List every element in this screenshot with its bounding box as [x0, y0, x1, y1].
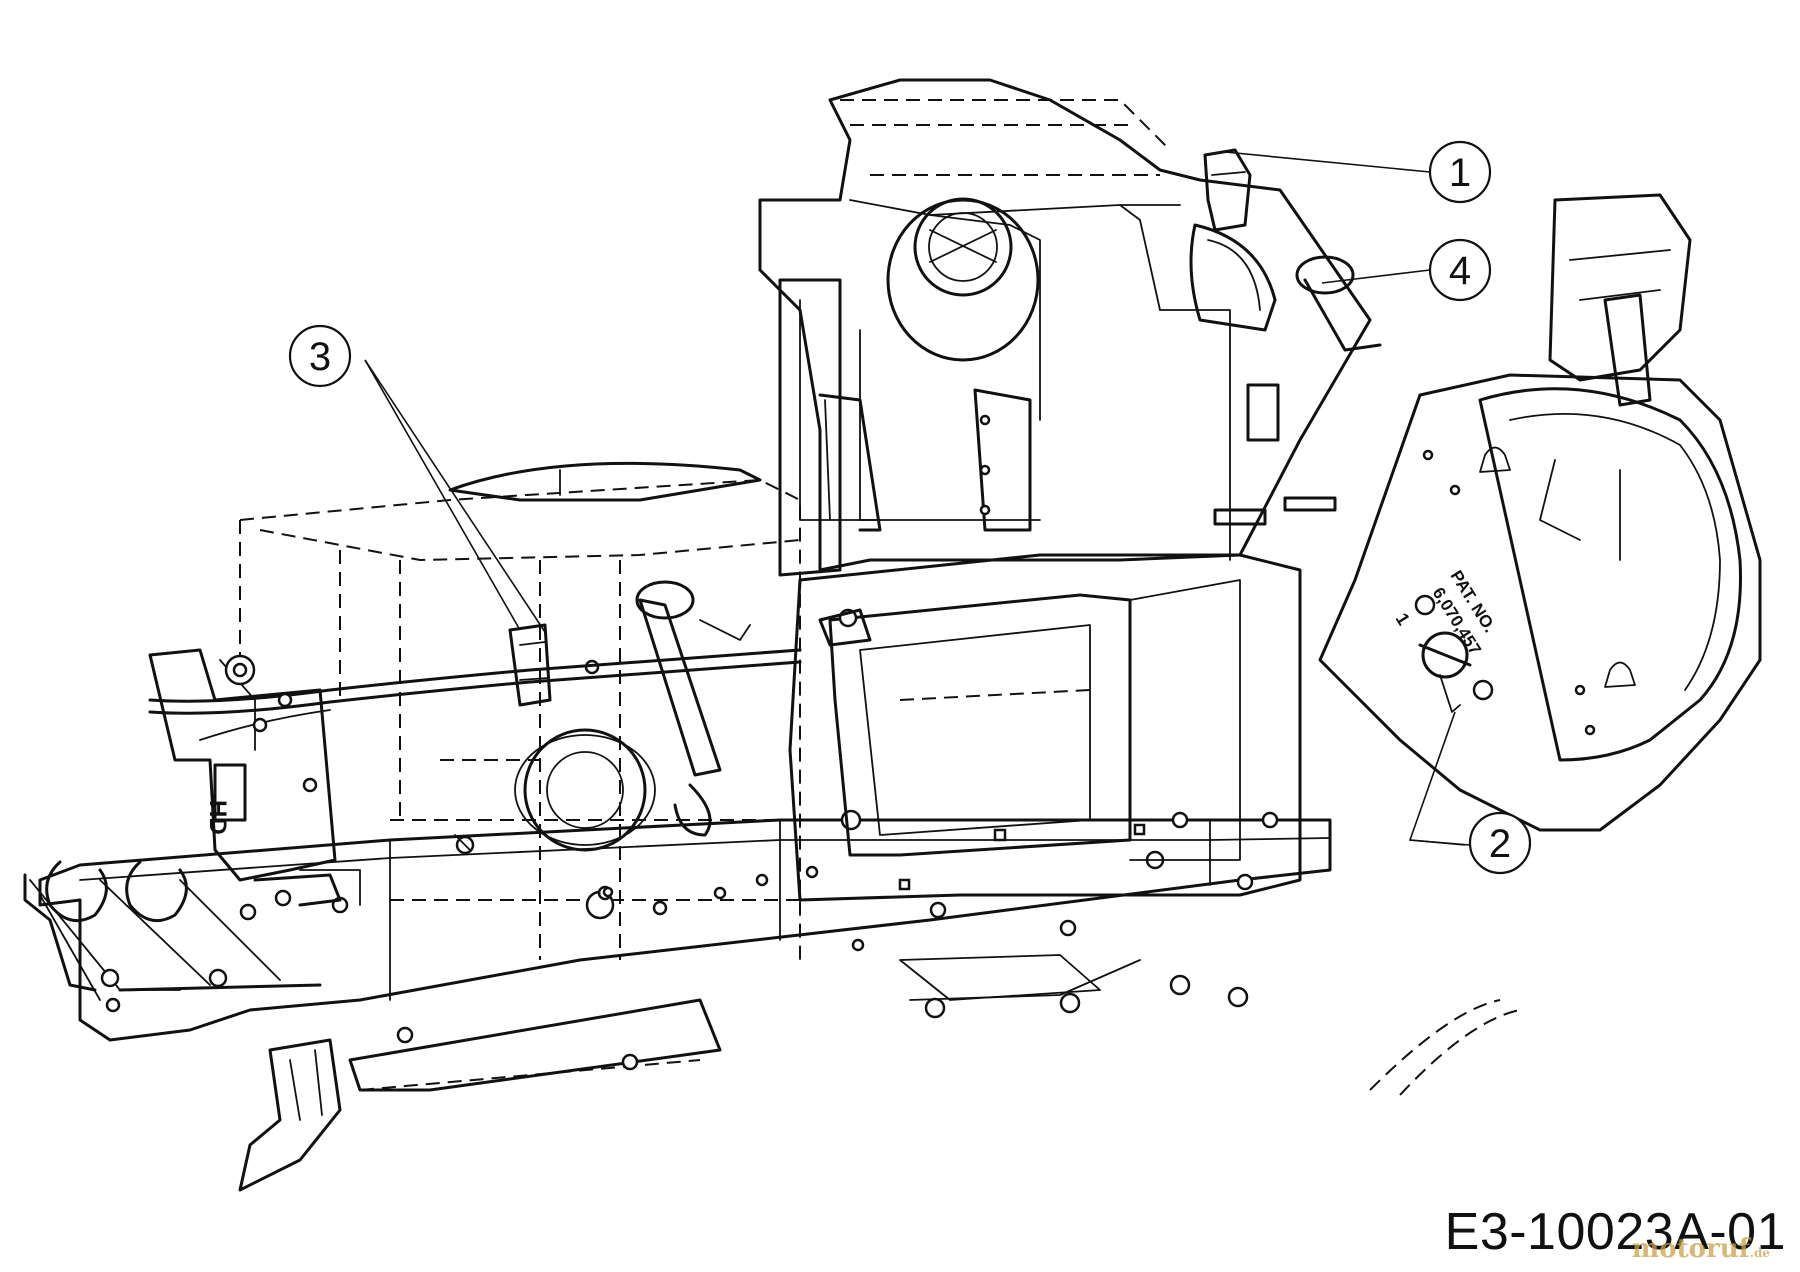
watermark-suffix: .de [1749, 1246, 1770, 1260]
diagram-code: E3-10023A-01 [1444, 1203, 1786, 1261]
callout-4-label: 4 [1449, 249, 1471, 293]
pedal-bracket [23, 860, 322, 1001]
frame-rail [38, 809, 1521, 1192]
shutoff-position-label: 1 [1392, 610, 1414, 629]
callout-2-label: 2 [1489, 822, 1511, 866]
engine-block [239, 461, 801, 960]
callout-3-label: 3 [309, 335, 331, 379]
fuel-tank [788, 553, 1302, 902]
callout-1: 1 [1428, 140, 1492, 204]
callout-1-label: 1 [1449, 151, 1471, 195]
leader-lines [364, 151, 1471, 846]
callout-2: 2 [1468, 811, 1532, 875]
dash-panel [758, 78, 1382, 577]
callout-4: 4 [1428, 238, 1492, 302]
engine-badge-text: HD [204, 800, 231, 835]
fuel-gauge-panel: PAT. NO. 6,070,457 1 [1318, 193, 1762, 832]
watermark: motoruf.de [1632, 1234, 1770, 1264]
carburetor-assembly [148, 623, 802, 907]
callout-3: 3 [288, 324, 352, 388]
watermark-name: motoruf [1631, 1234, 1750, 1264]
